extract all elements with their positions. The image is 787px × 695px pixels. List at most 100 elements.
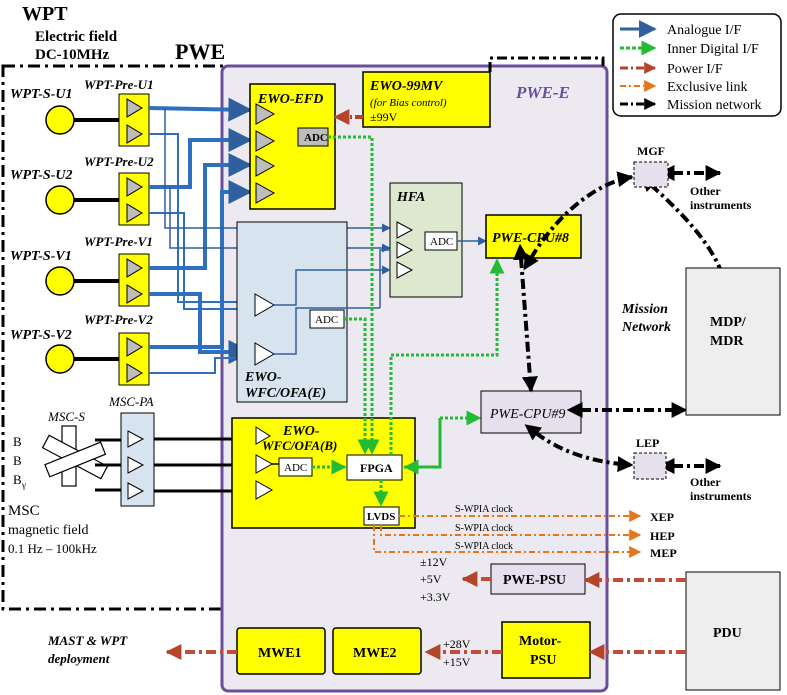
hfa-title: HFA bbox=[396, 190, 425, 205]
other-instruments-1b: instruments bbox=[690, 198, 752, 212]
wfc-b-title-2: WFC/OFA(B) bbox=[262, 438, 337, 453]
mission-network-label-1: Mission bbox=[621, 302, 668, 317]
mdp-label: MDP/ bbox=[710, 315, 747, 330]
mgf-label: MGF bbox=[637, 144, 665, 158]
fpga-label: FPGA bbox=[360, 461, 393, 475]
bias-control-label: (for Bias control) bbox=[370, 97, 447, 109]
motor-psu-label-2: PSU bbox=[530, 653, 556, 668]
b3-label: B bbox=[13, 472, 22, 487]
lep-label: LEP bbox=[636, 436, 659, 450]
clock-label-1: S-WPIA clock bbox=[455, 504, 513, 515]
voltage-12v: ±12V bbox=[420, 555, 448, 569]
mgf: MGF Other instruments bbox=[633, 144, 752, 212]
hep-label: HEP bbox=[650, 529, 675, 543]
pdu-label: PDU bbox=[713, 626, 742, 641]
voltage-28v: +28V bbox=[443, 637, 471, 651]
legend-analogue: Analogue I/F bbox=[667, 23, 741, 38]
other-instruments-2a: Other bbox=[690, 475, 721, 489]
clock-label-3: S-WPIA clock bbox=[455, 541, 513, 552]
voltage-5v: +5V bbox=[420, 572, 442, 586]
sensor-v2-label: WPT-S-V2 bbox=[10, 328, 72, 343]
b1-label: B bbox=[13, 434, 22, 449]
sensor-u1 bbox=[45, 105, 75, 135]
preamplifiers: WPT-Pre-U1 WPT-Pre-U2 WPT-Pre-V1 WPT-Pre… bbox=[84, 77, 154, 386]
mep-label: MEP bbox=[650, 546, 677, 560]
msc-range-label: 0.1 Hz – 100kHz bbox=[8, 541, 97, 556]
legend-mission: Mission network bbox=[667, 98, 762, 113]
ewo-99mv: EWO-99MV (for Bias control) ±99V bbox=[362, 71, 491, 128]
msc-field-label: magnetic field bbox=[8, 523, 88, 538]
mwe1: MWE1 bbox=[236, 627, 326, 675]
ewo-efd: EWO-EFD ADC bbox=[249, 83, 336, 210]
sensor-v1 bbox=[45, 266, 75, 296]
ewo-wfc-b: EWO- WFC/OFA(B) ADC FPGA LVDS bbox=[231, 417, 416, 529]
ewo-efd-title: EWO-EFD bbox=[257, 92, 323, 107]
sensor-v2 bbox=[45, 344, 75, 374]
wpt-subtitle-2: DC-10MHz bbox=[35, 47, 109, 63]
wfc-b-title-1: EWO- bbox=[282, 424, 320, 439]
sensor-u2 bbox=[45, 185, 75, 215]
wfc-e-title-1: EWO- bbox=[244, 370, 282, 385]
pre-v2-label: WPT-Pre-V2 bbox=[84, 312, 153, 327]
sensor-u2-label: WPT-S-U2 bbox=[10, 168, 73, 183]
wpt-subtitle-1: Electric field bbox=[35, 29, 118, 45]
pwe-title: PWE bbox=[175, 39, 225, 64]
msc-label: MSC bbox=[8, 503, 40, 519]
mwe2-label: MWE2 bbox=[353, 646, 397, 661]
exclusive-links bbox=[373, 510, 642, 558]
lvds-label: LVDS bbox=[367, 511, 395, 523]
wfc-e-title-2: WFC/OFA(E) bbox=[245, 386, 326, 401]
msc-pa-label: MSC-PA bbox=[108, 394, 154, 409]
pdu: PDU bbox=[685, 571, 781, 691]
mdp-mdr: MDP/ MDR bbox=[685, 267, 781, 416]
ewo-wfc-e: ADC EWO- WFC/OFA(E) bbox=[236, 221, 348, 403]
hfa: HFA ADC bbox=[389, 182, 463, 298]
pre-u2-label: WPT-Pre-U2 bbox=[84, 154, 154, 169]
efd-adc-label: ADC bbox=[304, 132, 328, 144]
pm99v-label: ±99V bbox=[370, 110, 398, 124]
wfc-e-adc-label: ADC bbox=[315, 314, 338, 326]
clock-label-2: S-WPIA clock bbox=[455, 523, 513, 534]
inner-digital-links bbox=[312, 135, 505, 507]
b2-label: B bbox=[13, 453, 22, 468]
other-instruments-1a: Other bbox=[690, 184, 721, 198]
sensor-v1-label: WPT-S-V1 bbox=[10, 249, 72, 264]
b3-sub: γ bbox=[21, 480, 26, 490]
voltage-15v: +15V bbox=[443, 655, 471, 669]
voltage-3v3: +3.3V bbox=[420, 590, 451, 604]
pre-v1-label: WPT-Pre-V1 bbox=[84, 234, 153, 249]
legend-power: Power I/F bbox=[667, 62, 723, 77]
power-links bbox=[165, 571, 686, 660]
mwe1-label: MWE1 bbox=[258, 646, 302, 661]
mission-network-label-2: Network bbox=[621, 320, 671, 335]
lep: LEP Other instruments bbox=[633, 436, 752, 503]
legend: Analogue I/F Inner Digital I/F Power I/F… bbox=[612, 13, 782, 117]
xep-label: XEP bbox=[650, 510, 674, 524]
motor-psu-label-1: Motor- bbox=[519, 634, 562, 649]
ewo-99mv-title: EWO-99MV bbox=[369, 79, 444, 94]
pwe-e-title: PWE-E bbox=[515, 83, 570, 102]
mast-label-1: MAST & WPT bbox=[47, 633, 128, 648]
cpu9-title: PWE-CPU#9 bbox=[489, 407, 565, 422]
pwe-cpu9: PWE-CPU#9 bbox=[480, 390, 582, 434]
cpu8-title: PWE-CPU#8 bbox=[492, 231, 569, 246]
mast-label-2: deployment bbox=[48, 651, 110, 666]
motor-psu: Motor- PSU bbox=[501, 621, 591, 679]
legend-inner-digital: Inner Digital I/F bbox=[667, 42, 759, 57]
sensor-u1-label: WPT-S-U1 bbox=[10, 87, 73, 102]
pre-u1-label: WPT-Pre-U1 bbox=[84, 77, 154, 92]
other-instruments-2b: instruments bbox=[690, 489, 752, 503]
wpt-title: WPT bbox=[22, 3, 68, 25]
msc-s-label: MSC-S bbox=[47, 409, 85, 424]
pwe-psu: PWE-PSU bbox=[490, 563, 586, 595]
wfc-b-adc-label: ADC bbox=[284, 462, 307, 474]
msc: MSC-S MSC-PA B B B γ MSC magnetic field … bbox=[8, 394, 155, 556]
wpt-sensors: WPT-S-U1 WPT-S-U2 WPT-S-V1 WPT-S-V2 bbox=[10, 87, 119, 374]
legend-exclusive: Exclusive link bbox=[667, 80, 748, 95]
mwe2: MWE2 bbox=[332, 627, 422, 675]
hfa-adc-label: ADC bbox=[430, 236, 453, 248]
pwe-psu-label: PWE-PSU bbox=[503, 573, 566, 588]
mdr-label: MDR bbox=[710, 334, 744, 349]
